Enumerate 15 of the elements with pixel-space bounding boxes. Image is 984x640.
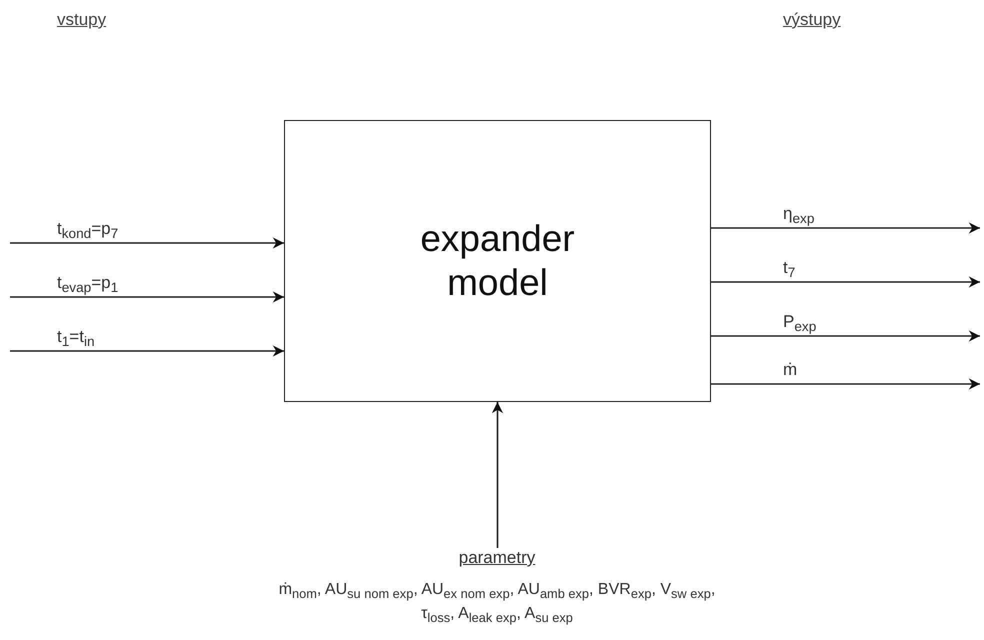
edge-label: P$_{exp}$	[783, 312, 816, 332]
arrow	[711, 276, 980, 288]
group-heading: parametry	[458, 548, 536, 568]
arrow	[10, 345, 284, 357]
arrow	[10, 291, 284, 303]
box-title: expander model	[419, 217, 576, 305]
column-heading: výstupy	[783, 10, 841, 30]
arrow	[711, 222, 980, 234]
arrow	[711, 330, 980, 342]
column-heading: vstupy	[57, 10, 106, 30]
parameter-list: ṁ$_{nom}$, AU$_{su nom exp}$, AU$_{ex nom exp}$, AU$_{amb exp}$, BVR$_{exp}$, V$_{sw exp}$, τ$_{loss}$, A$_{leak exp}$, A$_{su exp}$	[260, 578, 734, 626]
process-box	[284, 120, 711, 402]
arrow	[10, 237, 284, 249]
arrow	[711, 378, 980, 390]
arrow	[492, 402, 504, 548]
